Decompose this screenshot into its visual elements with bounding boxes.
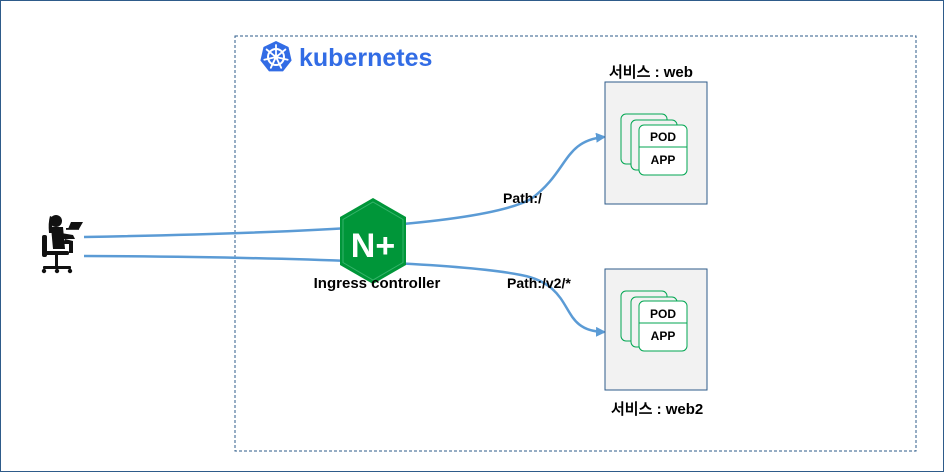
app-label: APP bbox=[651, 153, 676, 167]
service-web-pod-stack: POD APP bbox=[620, 113, 688, 176]
route-arrow-web2 bbox=[83, 254, 606, 337]
service-web2-title: 서비스 : web2 bbox=[611, 401, 703, 418]
route-path-label-web: Path:/ bbox=[503, 190, 542, 206]
nginx-logo-text: N+ bbox=[351, 227, 395, 265]
pod-label: POD bbox=[650, 307, 676, 321]
nginx-plus-icon: N+ bbox=[340, 198, 406, 284]
service-web2-pod-stack: POD APP bbox=[620, 290, 688, 352]
kubernetes-brand-label: kubernetes bbox=[299, 44, 432, 72]
pod-card bbox=[638, 300, 688, 352]
person-at-laptop-icon bbox=[41, 215, 83, 274]
ingress-controller-label: Ingress controller bbox=[314, 275, 441, 292]
kubernetes-cluster-boundary bbox=[234, 35, 917, 452]
pod-label: POD bbox=[650, 130, 676, 144]
route-arrow-web bbox=[83, 132, 606, 239]
route-path-label-web2: Path:/v2/* bbox=[507, 275, 571, 291]
service-web-title: 서비스 : web bbox=[609, 64, 693, 81]
kubernetes-helm-icon bbox=[260, 41, 292, 72]
pod-card bbox=[638, 124, 688, 176]
app-label: APP bbox=[651, 329, 676, 343]
